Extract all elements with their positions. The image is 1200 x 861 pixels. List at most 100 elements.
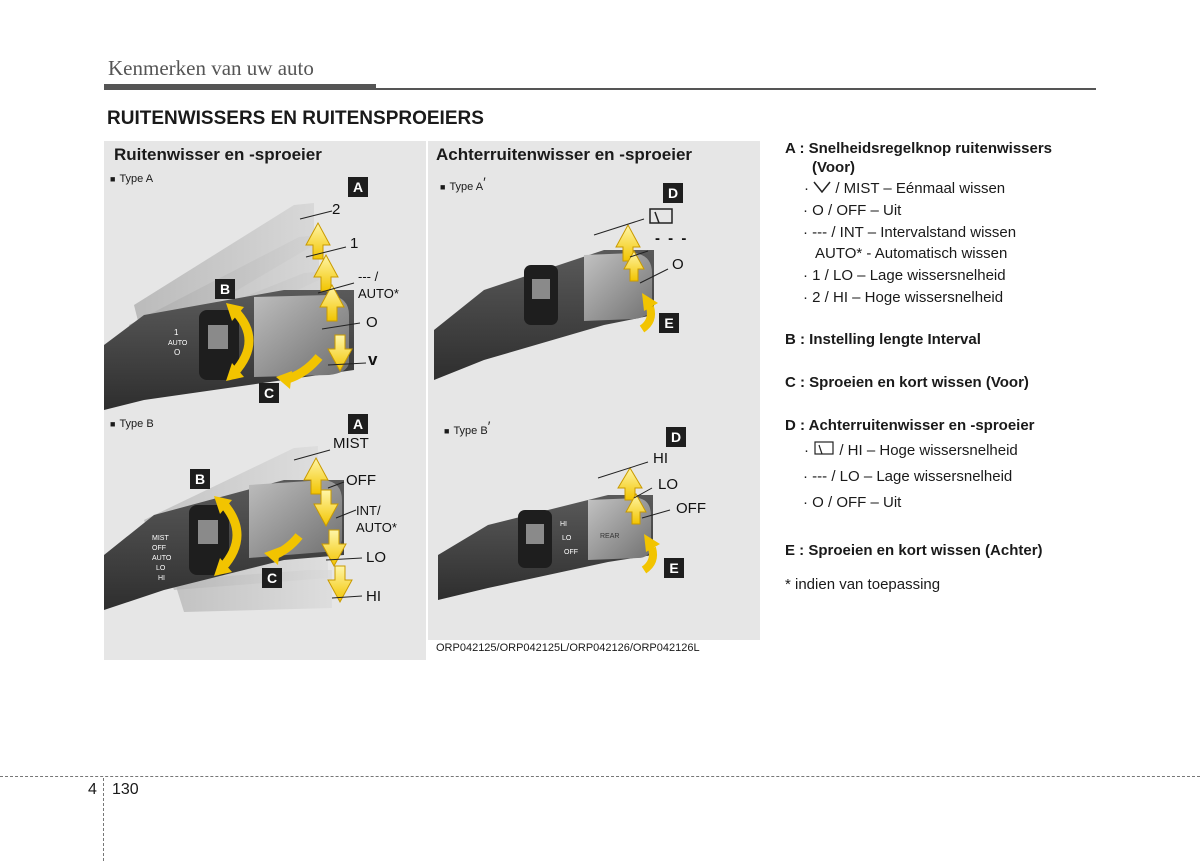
rear-type-a-diagram xyxy=(434,208,673,380)
leader-line-rear-hi xyxy=(597,461,649,479)
bullet-dot: · xyxy=(804,442,809,459)
stalk-engraving-hi: HI xyxy=(158,575,165,582)
front-panel-heading: Ruitenwisser en -sproeier xyxy=(114,145,322,164)
stalk-engraving-mist: MIST xyxy=(152,535,169,542)
front-type-b-position-hi: HI xyxy=(366,588,381,605)
rear-type-b-label-text: Type B xyxy=(453,425,488,437)
leader-line-lo xyxy=(325,557,363,561)
page-number: 130 xyxy=(112,781,139,798)
legend-a-item-hi: · 2 / HI – Hoge wissersnelheid xyxy=(803,289,1004,306)
stalk-engraving-auto: AUTO xyxy=(168,340,188,347)
section-title: RUITENWISSERS EN RUITENSPROEIERS xyxy=(107,108,484,129)
front-type-b-position-off: OFF xyxy=(346,472,376,489)
leader-line-hi xyxy=(331,595,363,599)
rear-type-b-position-off: OFF xyxy=(676,500,706,517)
wiper-ring-knob xyxy=(208,325,228,349)
bullet-dot: · xyxy=(804,180,814,197)
legend-a-item-mist-text: / MIST – Eénmaal wissen xyxy=(835,180,1006,197)
front-type-a-label-text: Type A xyxy=(119,173,154,185)
front-type-a-position-int-line1: --- / xyxy=(358,269,379,284)
arrow-pull-c xyxy=(264,533,303,565)
legend-e-heading: E : Sproeien en kort wissen (Achter) xyxy=(785,542,1043,559)
leader-line-rear-mist xyxy=(593,218,645,236)
front-type-b-position-int: INT/AUTO* xyxy=(356,502,397,536)
front-type-a-position-int: --- / AUTO* xyxy=(358,268,399,302)
leader-line-1 xyxy=(305,246,347,258)
front-type-b-position-int-line1: INT/ xyxy=(356,503,381,518)
front-type-b-label-text: Type B xyxy=(119,418,154,430)
header-rule-thin xyxy=(376,88,1096,90)
front-type-a-position-int-line2: AUTO* xyxy=(358,286,399,301)
leader-line-rear-off xyxy=(639,268,669,284)
front-type-a-label: ■Type A xyxy=(110,173,153,185)
rear-stalk-cap xyxy=(584,253,652,321)
front-type-b-label: ■Type B xyxy=(110,418,154,430)
rear-type-a-position-int: - - - xyxy=(655,230,689,247)
legend-d-item-lo: · --- / LO – Lage wissersnelheid xyxy=(803,468,1013,485)
header-rule-thick xyxy=(104,84,376,90)
front-type-b-callout-c: C xyxy=(262,568,282,588)
rear-type-b-prime: ′ xyxy=(487,418,491,434)
arrow-down-lo xyxy=(321,529,347,568)
legend-a-item-mist: · / MIST – Eénmaal wissen xyxy=(804,180,1005,197)
leader-line-2 xyxy=(299,210,333,220)
chapter-header-title: Kenmerken van uw auto xyxy=(108,56,314,80)
rear-type-b-callout-d: D xyxy=(666,427,686,447)
legend-a-item-lo: · 1 / LO – Lage wissersnelheid xyxy=(803,267,1006,284)
front-type-b-callout-a: A xyxy=(348,414,368,434)
front-type-a-position-off: O xyxy=(366,314,378,331)
leader-line-off xyxy=(321,322,361,330)
rear-type-a-position-off: O xyxy=(672,256,684,273)
legend-d-heading: D : Achterruitenwisser en -sproeier xyxy=(785,417,1035,434)
leader-line-off xyxy=(327,481,345,489)
leader-line-mist xyxy=(327,362,367,366)
arrow-up-mist xyxy=(303,456,329,495)
stalk-engraving-lo: LO xyxy=(562,535,572,542)
mist-chevron-icon xyxy=(813,181,831,194)
leader-line-rear-off xyxy=(641,509,671,519)
arrow-up-position-int xyxy=(319,283,345,322)
page-chapter-number: 4 xyxy=(88,781,97,798)
leader-line-rear-int xyxy=(629,250,649,258)
front-type-a-position-mist: v xyxy=(368,350,378,369)
stalk-engraving-1: 1 xyxy=(174,328,179,337)
front-type-b-position-lo: LO xyxy=(366,549,387,566)
arrow-push-e xyxy=(639,293,658,333)
leader-line-mist xyxy=(293,449,331,461)
front-type-b-position-mist: MIST xyxy=(333,435,369,452)
rear-wiper-ring-knob xyxy=(532,279,550,299)
legend-footnote: * indien van toepassing xyxy=(785,576,941,593)
leader-line-rear-lo xyxy=(633,487,653,499)
front-type-a-callout-b: B xyxy=(215,279,235,299)
front-type-a-callout-a: A xyxy=(348,177,368,197)
stalk-engraving-off: OFF xyxy=(152,545,166,552)
front-type-a-position-1: 1 xyxy=(350,235,359,252)
stalk-engraving-lo: LO xyxy=(156,565,166,572)
legend-a-item-auto: AUTO* - Automatisch wissen xyxy=(815,245,1008,262)
front-type-a-diagram: 1 O AUTO xyxy=(104,203,367,410)
front-type-a-callout-c: C xyxy=(259,383,279,403)
legend-c-heading: C : Sproeien en kort wissen (Voor) xyxy=(785,374,1029,391)
rear-type-a-prime: ′ xyxy=(483,174,486,190)
stalk-engraving-hi: HI xyxy=(560,521,567,528)
square-bullet-icon: ■ xyxy=(110,174,116,184)
stalk-cap xyxy=(254,295,349,377)
rear-wiper-ring-knob xyxy=(526,524,544,544)
rear-type-a-callout-d: D xyxy=(663,183,683,203)
stalk-engraving-off: OFF xyxy=(564,549,578,556)
arrow-up-rear-lo xyxy=(625,492,647,525)
square-bullet-icon: ■ xyxy=(110,419,116,429)
arrow-push-e xyxy=(641,534,660,574)
rear-type-b-diagram: HI LO OFF REAR xyxy=(438,461,671,600)
legend-b-heading: B : Instelling lengte Interval xyxy=(785,331,981,348)
legend-d-item-hi-text: / HI – Hoge wissersnelheid xyxy=(839,442,1018,459)
rear-wiper-window-icon xyxy=(649,208,673,224)
front-type-b-diagram: MIST OFF AUTO LO HI xyxy=(104,446,363,612)
legend-d-item-hi: · / HI – Hoge wissersnelheid xyxy=(804,441,1018,459)
wiper-ring-knob xyxy=(198,520,218,544)
rear-type-a-label: ■Type A′ xyxy=(440,174,486,193)
rear-type-b-position-hi: HI xyxy=(653,450,668,467)
leader-line-int xyxy=(335,509,357,519)
rear-type-a-label-text: Type A xyxy=(449,181,484,193)
stalk-engraving-auto: AUTO xyxy=(152,555,172,562)
